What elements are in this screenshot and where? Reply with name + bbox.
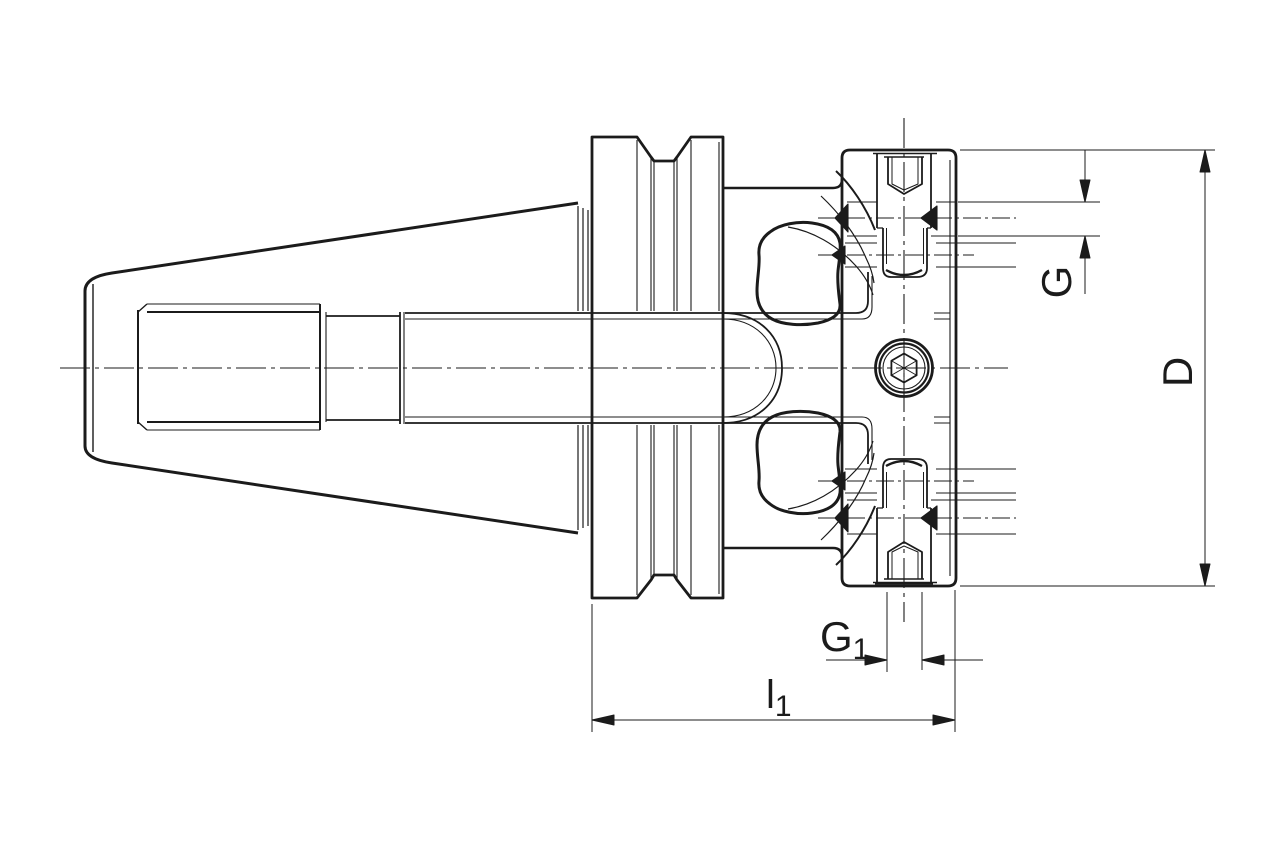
set-screw-top: [876, 153, 932, 278]
drill-cone: [920, 505, 938, 531]
arrow-right: [864, 654, 888, 666]
arrow-right: [932, 714, 956, 726]
dim-l1: l1: [591, 590, 956, 732]
screw-tip-cup-top: [882, 267, 928, 278]
side-pocket-lower: [755, 409, 876, 566]
flange: [590, 135, 725, 600]
cross-hole-upper: [831, 201, 1016, 268]
arrow-left: [921, 654, 945, 666]
clamp-screw-front-view: [874, 338, 934, 398]
body: [840, 148, 958, 588]
internal-thread: [137, 303, 327, 431]
arrow-left: [591, 714, 615, 726]
tube-dome: [722, 312, 783, 424]
dim-g-label: G: [1033, 266, 1080, 299]
centerline-main: [60, 118, 1008, 622]
screw-tip-cup-bottom: [882, 458, 928, 469]
set-screw-bottom: [876, 458, 932, 583]
side-pocket-upper: [755, 170, 876, 327]
flange-edge-lines: [636, 140, 720, 595]
hex-socket-bottom: [887, 541, 923, 579]
hex-socket-top: [887, 157, 923, 195]
dim-g1: G1: [820, 592, 983, 672]
dim-g1-label: G1: [820, 613, 869, 666]
arrow-up: [1079, 235, 1091, 259]
dim-g: G: [958, 149, 1215, 299]
v-groove-flange-outline: [590, 135, 725, 600]
cross-hole-axes: [818, 217, 1016, 519]
dim-d: D: [960, 149, 1215, 587]
arrow-down: [1199, 563, 1211, 587]
dim-d-label: D: [1154, 357, 1201, 387]
arrow-down: [1079, 179, 1091, 203]
dim-l1-label: l1: [766, 673, 792, 723]
drill-cone: [920, 205, 938, 231]
arrow-up: [1199, 149, 1211, 173]
taper-shank: [83, 201, 589, 535]
coolant-tube: [326, 272, 950, 464]
